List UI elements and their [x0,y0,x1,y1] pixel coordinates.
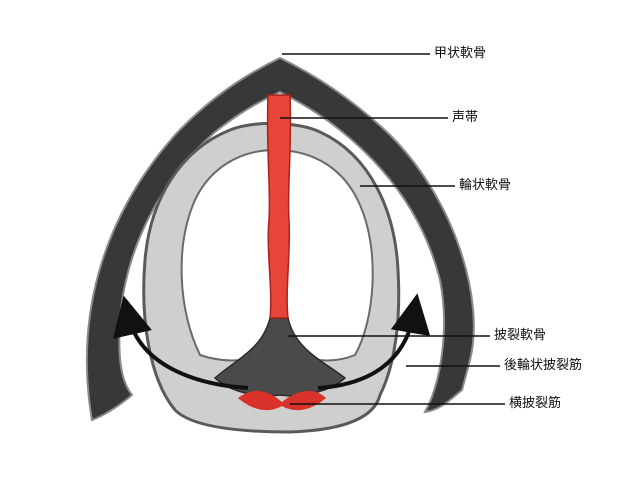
transverse-arytenoid-muscle [238,390,326,411]
label-vocal-cord: 声帯 [452,110,479,125]
label-thyroid-cartilage: 甲状軟骨 [434,46,487,61]
label-posterior-cricoarytenoid: 後輪状披裂筋 [504,358,583,373]
label-arytenoid-cartilage: 披裂軟骨 [494,328,547,343]
left-muscle-arrow [112,295,249,390]
right-muscle-arrow [317,293,431,390]
label-transverse-arytenoid: 横披裂筋 [509,396,562,411]
vocal-cord [266,94,292,319]
label-cricoid-cartilage: 輪状軟骨 [459,178,512,193]
